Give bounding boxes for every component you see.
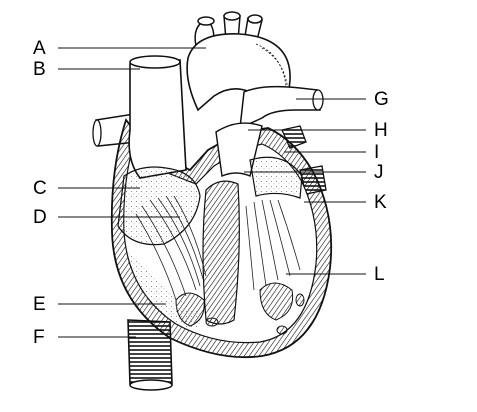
label-g: G	[374, 89, 389, 110]
right-atrium	[117, 166, 201, 246]
inferior-vena-cava	[127, 319, 173, 385]
superior-vena-cava	[128, 59, 187, 179]
right-chordae	[135, 195, 207, 301]
label-f: F	[33, 327, 45, 348]
interventricular-septum	[202, 180, 240, 325]
left-chordae	[245, 199, 301, 291]
label-c: C	[33, 178, 47, 199]
label-j: J	[374, 162, 384, 183]
leader-lines	[58, 47, 366, 338]
label-l: L	[374, 264, 385, 285]
left-atrium	[249, 156, 303, 199]
label-a: A	[33, 38, 46, 59]
label-i: I	[374, 142, 380, 163]
right-ventricle	[128, 250, 200, 329]
label-k: K	[374, 192, 387, 213]
pulmonary-artery	[239, 85, 321, 130]
label-b: B	[33, 59, 46, 80]
label-d: D	[33, 207, 47, 228]
label-h: H	[374, 120, 388, 141]
label-e: E	[33, 294, 46, 315]
